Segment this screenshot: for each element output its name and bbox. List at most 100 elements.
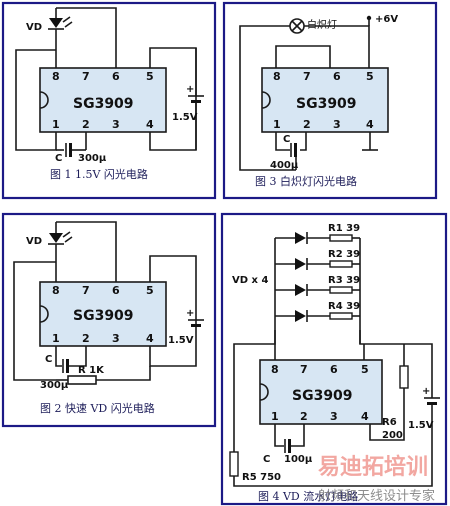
figure-2-frame — [1, 212, 217, 428]
fig4-r1-label: R1 39 — [328, 223, 360, 234]
fig4-battery-plus: + — [422, 386, 430, 397]
resistor-icon — [329, 312, 353, 320]
fig4-r6-value: 200 — [382, 430, 403, 441]
fig2-ic-name: SG3909 — [73, 308, 134, 324]
figure-1-frame — [1, 1, 217, 200]
fig2-battery-label: 1.5V — [168, 335, 194, 346]
fig1-cap-value: 300μ — [78, 153, 107, 164]
fig2-cap-label: C — [45, 354, 52, 365]
fig2-pin1: 1 — [52, 332, 60, 345]
ic-sg3909-fig4 — [259, 359, 383, 425]
led-vd-icon — [48, 222, 73, 245]
led-vd-icon — [48, 8, 73, 30]
fig4-r5-label: R5 750 — [242, 472, 281, 483]
fig4-cap-value: 100μ — [284, 454, 313, 465]
battery-icon — [188, 319, 204, 327]
fig2-pin3: 3 — [112, 332, 120, 345]
resistor-icon — [399, 365, 409, 389]
fig4-r3-label: R3 39 — [328, 275, 360, 286]
figure-2-fast-flasher: VD SG3909 8 7 6 5 1 2 3 4 C 300μ R 1K — [1, 212, 217, 428]
figure-3-lamp-flasher: 白炽灯 +6V SG3909 8 7 6 5 1 2 3 4 C 400μ 图 — [222, 1, 438, 200]
fig2-pin2: 2 — [82, 332, 90, 345]
capacitor-icon — [290, 143, 297, 157]
capacitor-icon — [284, 439, 291, 453]
fig4-cap-label: C — [263, 454, 270, 465]
fig4-pin6: 6 — [330, 363, 338, 376]
ic-sg3909-fig3 — [261, 67, 389, 133]
fig1-battery-label: 1.5V — [172, 112, 198, 123]
resistor-icon — [329, 234, 353, 242]
fig3-lamp-label: 白炽灯 — [307, 18, 337, 31]
fig4-pin8: 8 — [271, 363, 279, 376]
fig1-pin7: 7 — [82, 70, 90, 83]
fig4-pin7: 7 — [300, 363, 308, 376]
fig3-pin6: 6 — [333, 70, 341, 83]
fig4-r2-label: R2 39 — [328, 249, 360, 260]
capacitor-icon — [62, 359, 69, 373]
led-icon — [295, 284, 306, 296]
fig4-r4-label: R4 39 — [328, 301, 360, 312]
lamp-icon — [289, 18, 305, 34]
fig2-vd-label: VD — [26, 236, 42, 247]
watermark-subtitle: 射频和天线设计专家 — [318, 488, 435, 504]
fig4-pin1: 1 — [271, 410, 279, 423]
fig1-vd-label: VD — [26, 22, 42, 33]
fig3-supply-label: +6V — [375, 14, 398, 25]
fig4-ic-name: SG3909 — [292, 388, 353, 404]
fig4-pin4: 4 — [361, 410, 369, 423]
fig2-pin8: 8 — [52, 284, 60, 297]
led-icon — [295, 258, 306, 270]
ic-sg3909-fig1 — [39, 67, 167, 133]
resistor-icon — [329, 286, 353, 294]
battery-icon — [424, 397, 440, 470]
figure-4-chaser: VD x 4 R1 39 R2 39 — [220, 212, 448, 506]
led-row-3: R3 39 — [275, 275, 360, 296]
battery-icon — [188, 48, 204, 150]
fig4-pin5: 5 — [361, 363, 369, 376]
fig2-caption: 图 2 快速 VD 闪光电路 — [40, 401, 155, 415]
fig3-pin4: 4 — [366, 118, 374, 131]
fig1-pin5: 5 — [146, 70, 154, 83]
fig3-cap-label: C — [283, 134, 290, 145]
fig2-pin6: 6 — [112, 284, 120, 297]
fig3-pin3: 3 — [333, 118, 341, 131]
figure-1-flasher-1v5: VD SG3909 8 7 6 5 1 2 3 4 C 300μ — [1, 1, 217, 200]
led-row-4: R4 39 — [275, 301, 360, 322]
fig3-pin1: 1 — [273, 118, 281, 131]
fig3-pin5: 5 — [366, 70, 374, 83]
fig2-cap-value: 300μ — [40, 380, 69, 391]
ic-sg3909-fig2 — [39, 281, 167, 347]
fig1-ic-name: SG3909 — [73, 96, 134, 112]
fig3-ic-name: SG3909 — [296, 96, 357, 112]
watermark-brand: 易迪拓培训 — [318, 454, 428, 480]
figure-3-frame — [222, 1, 438, 200]
fig4-r6-label: R6 — [382, 417, 397, 428]
led-row-2: R2 39 — [275, 249, 360, 270]
fig3-pin8: 8 — [273, 70, 281, 83]
fig1-pin2: 2 — [82, 118, 90, 131]
fig2-battery-plus: + — [186, 308, 194, 319]
fig1-pin4: 4 — [146, 118, 154, 131]
fig3-caption: 图 3 白炽灯闪光电路 — [255, 174, 357, 188]
fig4-vd-group-label: VD x 4 — [232, 275, 268, 286]
fig2-resistor-label: R 1K — [78, 365, 105, 376]
fig1-battery-plus: + — [186, 84, 194, 95]
resistor-icon — [329, 260, 353, 268]
fig4-caption: 图 4 VD 流水灯电路 — [258, 489, 358, 503]
fig4-battery-label: 1.5V — [408, 420, 434, 431]
fig4-pin2: 2 — [300, 410, 308, 423]
fig3-pin2: 2 — [303, 118, 311, 131]
fig2-pin5: 5 — [146, 284, 154, 297]
fig1-pin8: 8 — [52, 70, 60, 83]
fig3-pin7: 7 — [303, 70, 311, 83]
fig1-caption: 图 1 1.5V 闪光电路 — [50, 167, 148, 181]
fig1-cap-label: C — [55, 153, 62, 164]
fig2-pin7: 7 — [82, 284, 90, 297]
fig1-pin6: 6 — [112, 70, 120, 83]
fig1-pin3: 3 — [112, 118, 120, 131]
led-row-1: R1 39 — [275, 223, 360, 244]
fig1-pin1: 1 — [52, 118, 60, 131]
resistor-icon — [229, 451, 239, 477]
figure-4-frame — [220, 212, 448, 506]
